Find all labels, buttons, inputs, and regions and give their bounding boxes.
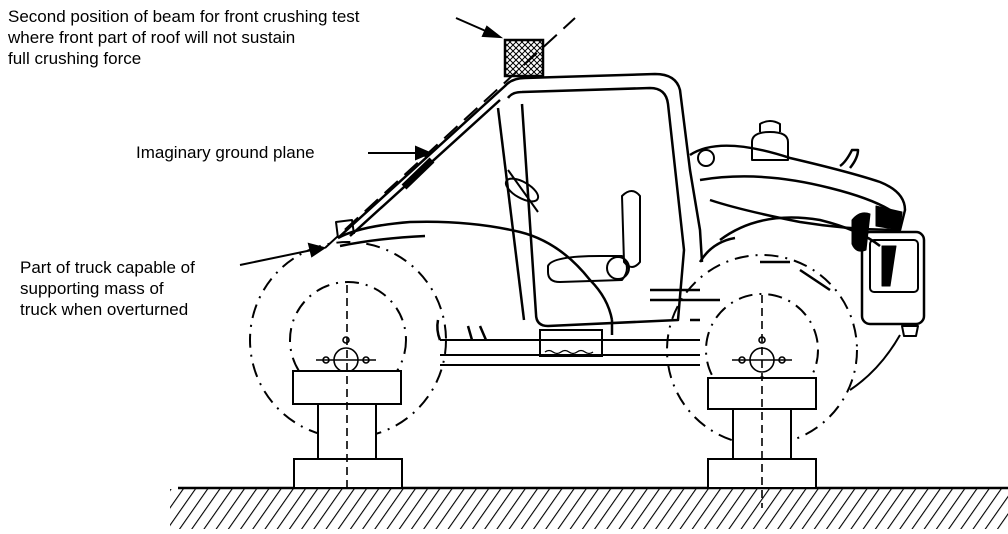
ground-plane-text: Imaginary ground plane xyxy=(136,143,315,162)
leader-arrows xyxy=(239,17,504,266)
supporting-part-label: Part of truck capable of supporting mass… xyxy=(20,257,195,320)
supporting-part-line-1: Part of truck capable of xyxy=(20,258,195,277)
beam-position-line-1: Second position of beam for front crushi… xyxy=(8,7,360,26)
beam-position-line-2: where front part of roof will not sustai… xyxy=(8,28,296,47)
supporting-part-line-2: supporting mass of xyxy=(20,279,164,298)
supporting-part-line-3: truck when overturned xyxy=(20,300,189,319)
ground xyxy=(170,486,1008,529)
truck-body xyxy=(335,72,926,391)
chassis xyxy=(440,329,700,366)
rear-axle-stand xyxy=(707,295,817,508)
beam-position-line-3: full crushing force xyxy=(8,49,142,68)
beam-position-label: Second position of beam for front crushi… xyxy=(8,6,360,69)
rear-wheel xyxy=(666,254,858,446)
crushing-beam xyxy=(503,38,545,78)
ground-plane-label: Imaginary ground plane xyxy=(136,142,315,163)
front-axle-stand xyxy=(292,285,403,489)
